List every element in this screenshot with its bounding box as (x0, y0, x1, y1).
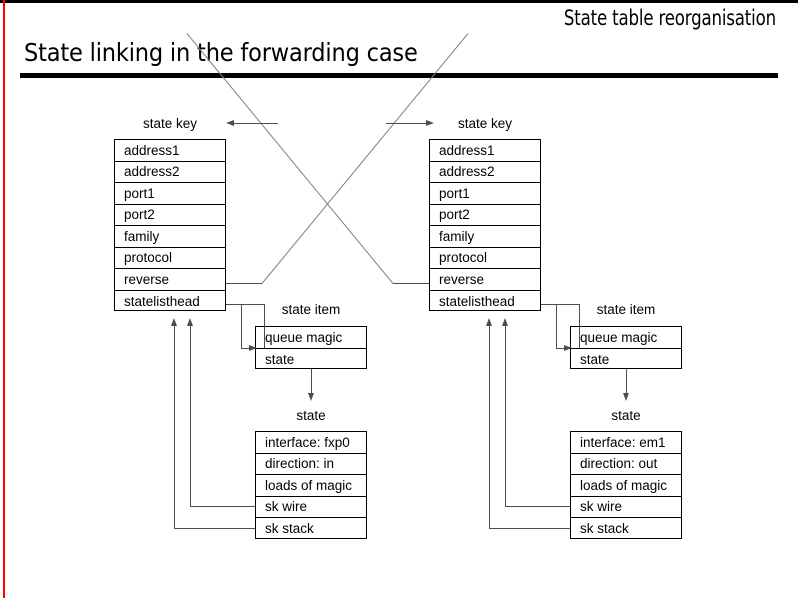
page-title: State linking in the forwarding case (24, 38, 418, 67)
connector-left-statelisthead-h (226, 304, 265, 305)
caption-state-right: state (611, 408, 641, 423)
table-row: direction: out (571, 454, 681, 475)
table-row: reverse (430, 269, 540, 291)
table-row: address1 (115, 140, 225, 162)
state-table-left: interface: fxp0 direction: in loads of m… (255, 431, 367, 539)
connector-left-skstack-h (174, 528, 255, 529)
arrow-to-state-key-left (226, 119, 234, 126)
arrow-up-skwire-right (501, 318, 508, 326)
slide-kicker: State table reorganisation (563, 6, 776, 30)
connector-left-statelisthead-v (264, 304, 265, 348)
table-row: state (265, 351, 295, 367)
connector-left-item-entry-v (241, 304, 242, 348)
left-red-rule (3, 0, 5, 598)
table-row: sk wire (571, 497, 681, 518)
arrow-down-to-state-right (622, 393, 629, 401)
state-table-right: interface: em1 direction: out loads of m… (570, 431, 682, 539)
connector-right-item-entry (556, 348, 570, 349)
table-row: statelisthead (439, 293, 515, 309)
table-row: port2 (430, 205, 540, 226)
caption-state-key-left: state key (142, 116, 198, 131)
connector-right-arrow-line (386, 123, 428, 124)
arrow-up-skstack-right (485, 318, 492, 326)
table-row: family (115, 226, 225, 248)
state-item-table-right: queue magic state (570, 326, 682, 369)
arrow-up-skstack-left (170, 318, 177, 326)
connector-left-skwire-h (190, 506, 255, 507)
connector-right-skwire-v (505, 326, 506, 506)
table-row: queue magic (256, 327, 366, 349)
table-row: loads of magic (571, 475, 681, 497)
caption-state-left: state (296, 408, 326, 423)
caption-state-key-right: state key (457, 116, 513, 131)
connector-right-skstack-v (489, 326, 490, 528)
connector-right-reverse-stub (393, 283, 429, 284)
arrow-up-skwire-left (186, 318, 193, 326)
table-row: sk stack (580, 521, 629, 537)
table-row: interface: fxp0 (256, 432, 366, 454)
table-row: loads of magic (256, 475, 366, 497)
table-row: address2 (115, 162, 225, 183)
connector-right-skwire-h (505, 506, 570, 507)
table-row: queue magic (571, 327, 681, 349)
connector-left-skstack-v (174, 326, 175, 528)
connector-right-statelisthead-v (579, 304, 580, 348)
connector-left-skwire-v (190, 326, 191, 506)
caption-state-item-left: state item (281, 302, 341, 317)
connector-left-item-entry (241, 348, 255, 349)
arrow-into-state-item-right (564, 344, 572, 351)
table-row: port1 (430, 183, 540, 205)
table-row: statelisthead (124, 293, 200, 309)
arrow-down-to-state-left (307, 393, 314, 401)
table-row: family (430, 226, 540, 248)
table-row: port2 (115, 205, 225, 226)
top-border (0, 0, 798, 3)
state-key-table-right: address1 address2 port1 port2 family pro… (429, 139, 541, 311)
title-underline (20, 73, 778, 78)
table-row: reverse (115, 269, 225, 291)
table-row: port1 (115, 183, 225, 205)
table-row: direction: in (256, 454, 366, 475)
connector-right-statelisthead-h (541, 304, 580, 305)
connector-left-item-to-state (311, 369, 312, 394)
table-row: address1 (430, 140, 540, 162)
arrow-to-state-key-right (426, 119, 434, 126)
table-row: protocol (115, 248, 225, 269)
table-row: protocol (430, 248, 540, 269)
arrow-into-state-item-left (249, 344, 257, 351)
state-key-table-left: address1 address2 port1 port2 family pro… (114, 139, 226, 311)
connector-right-skstack-h (489, 528, 570, 529)
connector-right-item-entry-v (556, 304, 557, 348)
state-item-table-left: queue magic state (255, 326, 367, 369)
table-row: sk stack (265, 521, 314, 537)
table-row: interface: em1 (571, 432, 681, 454)
connector-left-arrow-line (234, 123, 278, 124)
connector-right-item-to-state (626, 369, 627, 394)
table-row: state (580, 351, 610, 367)
table-row: address2 (430, 162, 540, 183)
connector-left-reverse-stub (226, 283, 262, 284)
caption-state-item-right: state item (596, 302, 656, 317)
table-row: sk wire (256, 497, 366, 518)
